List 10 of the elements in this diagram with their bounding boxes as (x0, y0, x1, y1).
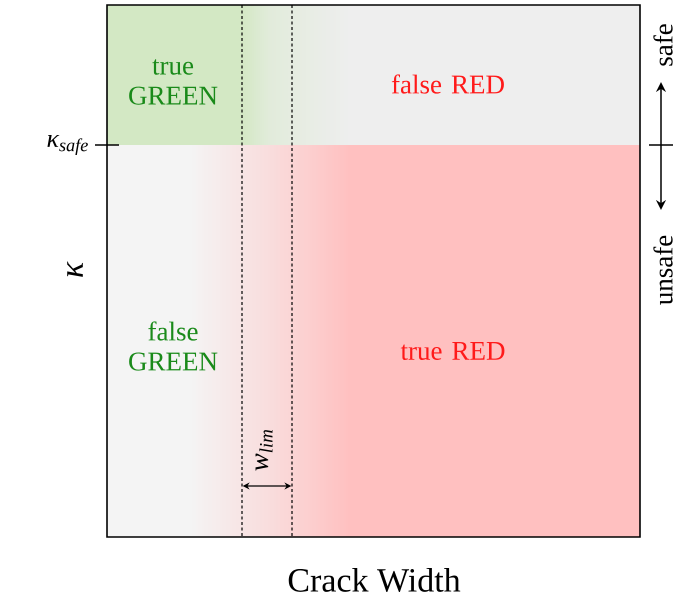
dimension-label: w$_{lim}$ (256, 430, 272, 471)
quadrant-label: false GREEN (129, 321, 218, 371)
quadrant-label: true GREEN (129, 59, 218, 105)
direction-label: unsafe (653, 236, 673, 305)
quadrant-label: true RED (400, 342, 504, 360)
axis-label: Crack Width (288, 568, 460, 592)
quadrant-label: false RED (392, 74, 504, 94)
axis-label: κ (67, 261, 83, 277)
tick-label: κ$_{safe}$ (47, 134, 88, 156)
direction-label: safe (653, 24, 673, 66)
